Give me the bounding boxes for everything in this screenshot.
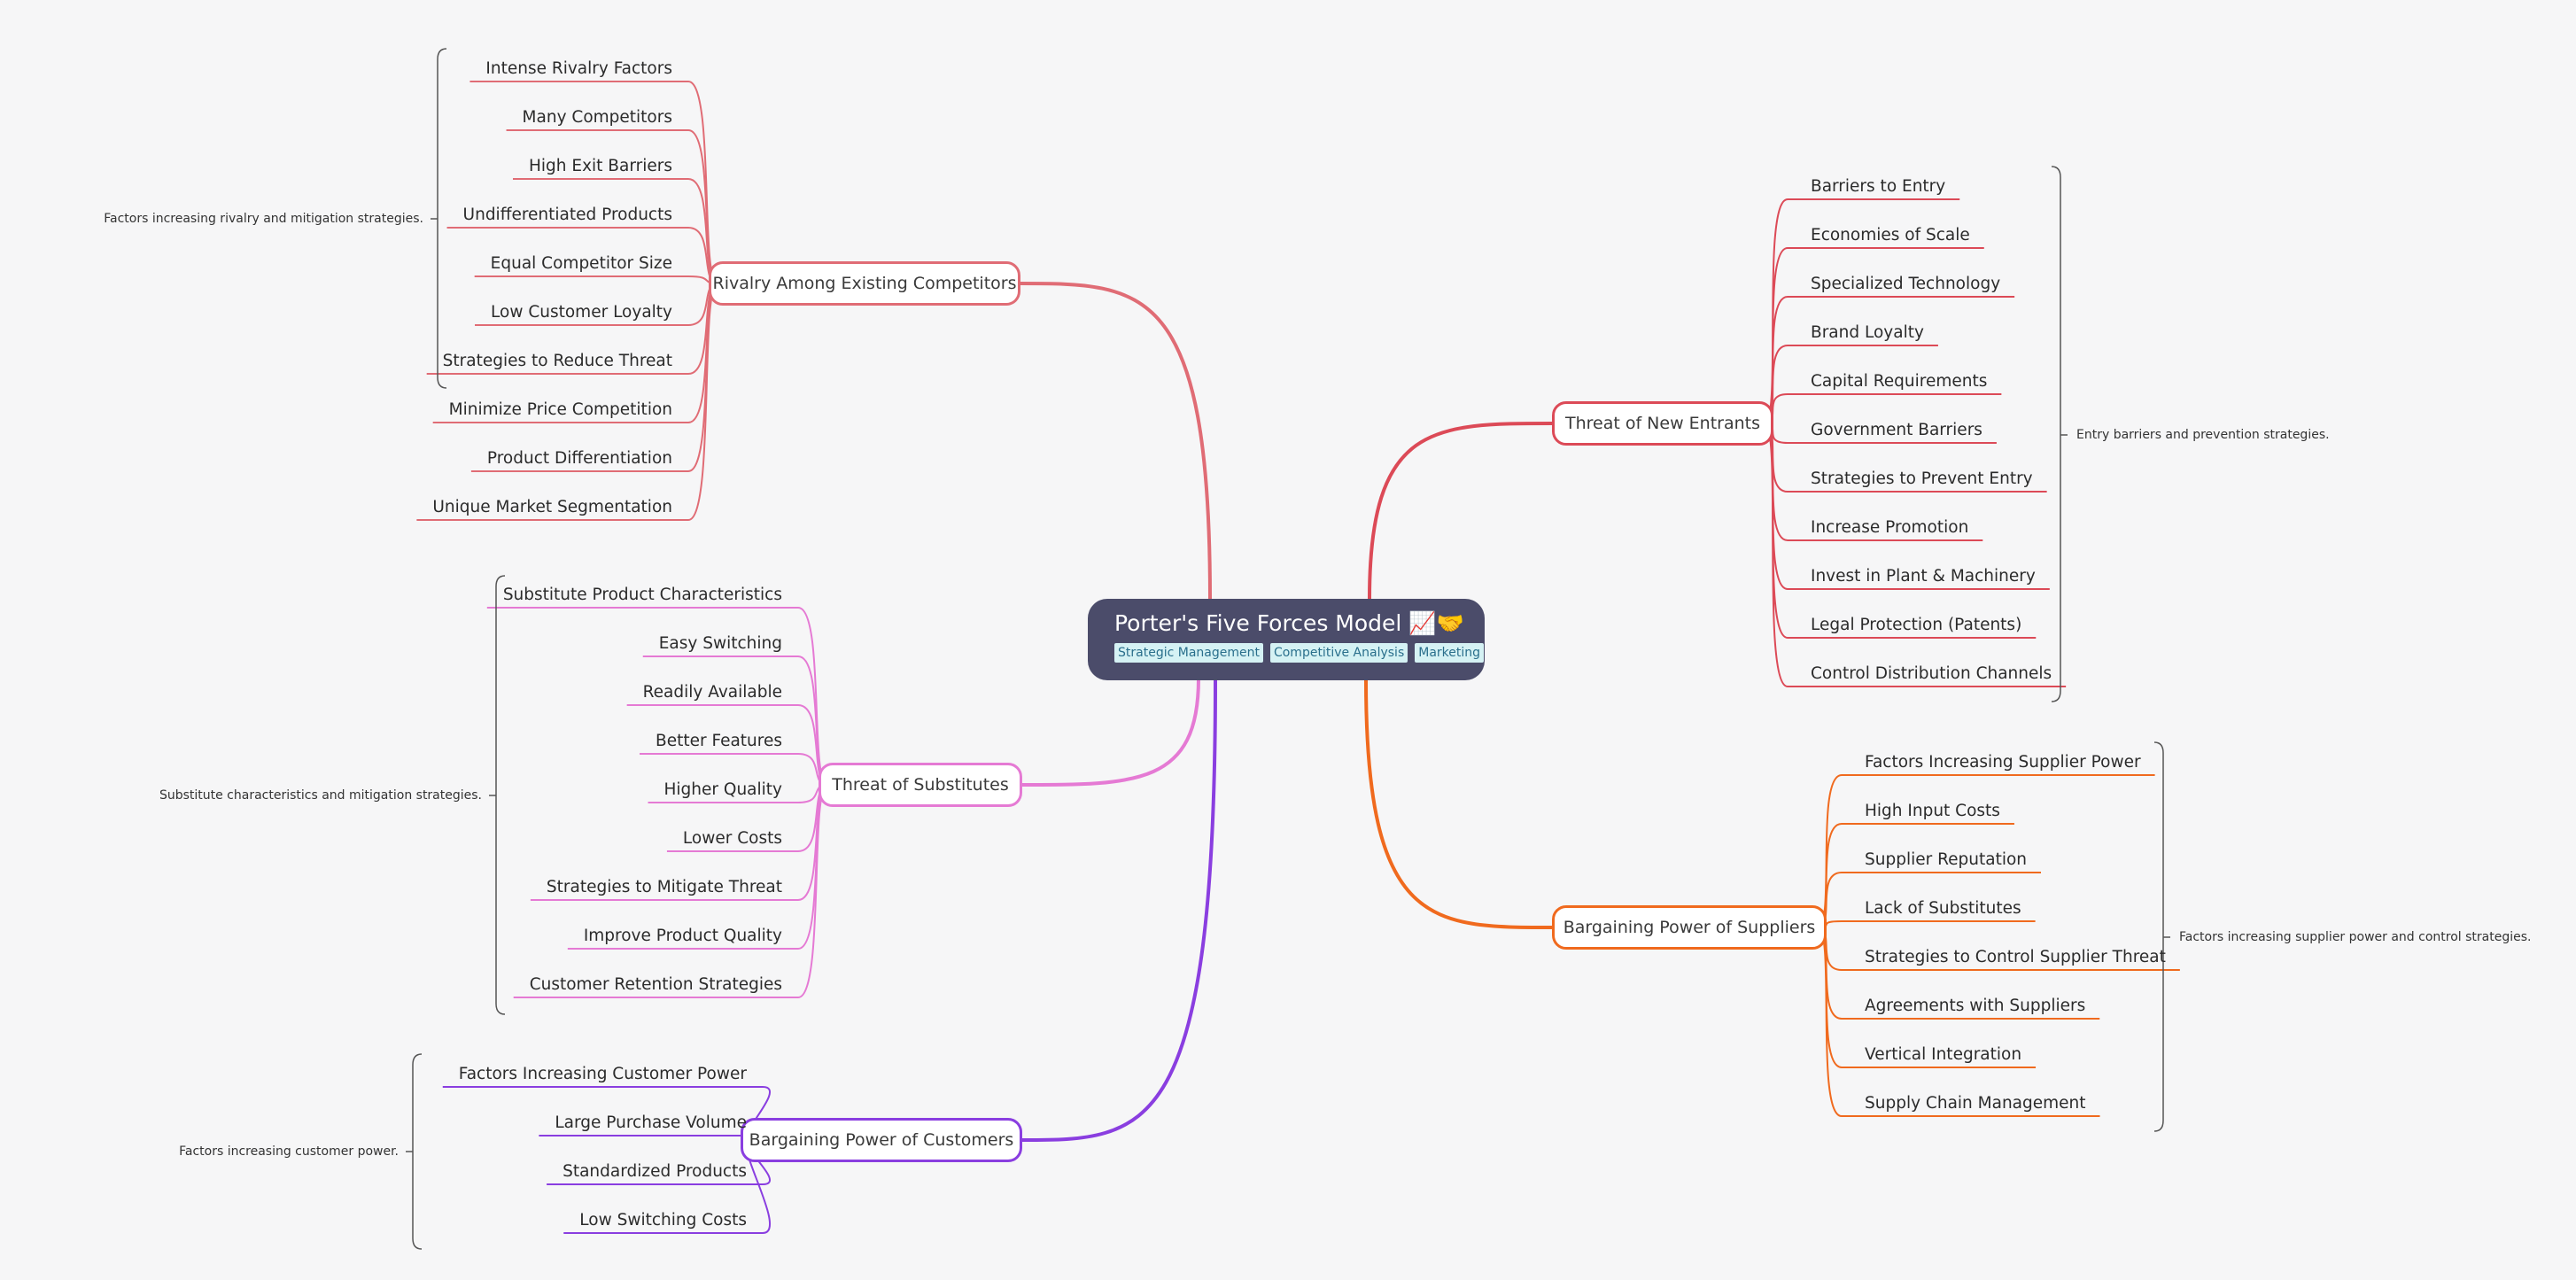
leaf-customers-2[interactable]: Standardized Products xyxy=(563,1162,747,1181)
leaf-suppliers-6[interactable]: Vertical Integration xyxy=(1865,1045,2022,1064)
leaf-substitutes-7[interactable]: Improve Product Quality xyxy=(583,927,782,945)
connector xyxy=(1021,678,1200,787)
leaf-new_entrants-10[interactable]: Control Distribution Channels xyxy=(1811,664,2052,683)
leaf-rivalry-0[interactable]: Intense Rivalry Factors xyxy=(485,59,672,78)
connector xyxy=(1368,422,1553,600)
leaf-suppliers-2[interactable]: Supplier Reputation xyxy=(1865,850,2028,869)
note-new-entrants: Entry barriers and prevention strategies… xyxy=(2076,428,2330,442)
leaf-substitutes-8[interactable]: Customer Retention Strategies xyxy=(529,975,782,994)
note-customers: Factors increasing customer power. xyxy=(179,1144,399,1159)
bracket-customers xyxy=(406,1053,423,1250)
leaf-new_entrants-9[interactable]: Legal Protection (Patents) xyxy=(1811,616,2022,634)
branch-substitutes[interactable]: Threat of Substitutes xyxy=(819,763,1022,807)
leaf-new_entrants-3[interactable]: Brand Loyalty xyxy=(1811,323,1924,342)
connector xyxy=(474,275,718,284)
tag-competitive-analysis: Competitive Analysis xyxy=(1269,643,1408,663)
connector xyxy=(1764,423,2050,590)
leaf-customers-0[interactable]: Factors Increasing Customer Power xyxy=(458,1065,747,1083)
leaf-rivalry-2[interactable]: High Exit Barriers xyxy=(529,157,672,175)
note-rivalry: Factors increasing rivalry and mitigatio… xyxy=(104,212,423,226)
leaf-suppliers-4[interactable]: Strategies to Control Supplier Threat xyxy=(1865,948,2166,966)
leaf-new_entrants-5[interactable]: Government Barriers xyxy=(1811,421,1982,439)
leaf-rivalry-9[interactable]: Unique Market Segmentation xyxy=(432,498,672,516)
leaf-suppliers-1[interactable]: High Input Costs xyxy=(1865,802,2000,820)
root-tags: Strategic Management Competitive Analysi… xyxy=(1114,643,1485,663)
tag-strategic-management: Strategic Management xyxy=(1114,643,1263,663)
note-substitutes: Substitute characteristics and mitigatio… xyxy=(159,788,482,803)
leaf-substitutes-5[interactable]: Lower Costs xyxy=(682,829,782,848)
leaf-suppliers-0[interactable]: Factors Increasing Supplier Power xyxy=(1865,753,2141,772)
root-node[interactable]: Porter's Five Forces Model 📈🤝 Strategic … xyxy=(1088,599,1485,680)
leaf-new_entrants-2[interactable]: Specialized Technology xyxy=(1811,275,2001,293)
leaf-substitutes-1[interactable]: Easy Switching xyxy=(658,634,782,653)
connector xyxy=(642,656,828,786)
leaf-rivalry-4[interactable]: Equal Competitor Size xyxy=(490,254,672,273)
tag-marketing: Marketing xyxy=(1415,643,1485,663)
leaf-customers-3[interactable]: Low Switching Costs xyxy=(579,1211,747,1230)
leaf-new_entrants-0[interactable]: Barriers to Entry xyxy=(1811,177,1946,196)
connector xyxy=(1764,423,2067,687)
connector xyxy=(1364,679,1553,929)
leaf-new_entrants-6[interactable]: Strategies to Prevent Entry xyxy=(1811,469,2033,488)
bracket-new_entrants xyxy=(2051,166,2068,702)
branch-new-entrants[interactable]: Threat of New Entrants xyxy=(1552,401,1773,446)
leaf-substitutes-6[interactable]: Strategies to Mitigate Threat xyxy=(546,878,782,896)
connector xyxy=(1764,296,2015,424)
leaf-substitutes-4[interactable]: Higher Quality xyxy=(663,780,783,799)
leaf-rivalry-3[interactable]: Undifferentiated Products xyxy=(462,206,672,224)
leaf-suppliers-7[interactable]: Supply Chain Management xyxy=(1865,1094,2086,1113)
leaf-new_entrants-4[interactable]: Capital Requirements xyxy=(1811,372,1988,391)
connector xyxy=(567,784,828,950)
leaf-new_entrants-7[interactable]: Increase Promotion xyxy=(1811,518,1969,537)
leaf-rivalry-5[interactable]: Low Customer Loyalty xyxy=(491,303,672,322)
leaf-rivalry-7[interactable]: Minimize Price Competition xyxy=(448,400,672,419)
leaf-substitutes-3[interactable]: Better Features xyxy=(656,732,782,750)
connector xyxy=(1817,920,2036,928)
branch-rivalry[interactable]: Rivalry Among Existing Competitors xyxy=(709,261,1020,306)
leaf-new_entrants-8[interactable]: Invest in Plant & Machinery xyxy=(1811,567,2036,586)
bracket-rivalry xyxy=(431,48,447,389)
leaf-suppliers-5[interactable]: Agreements with Suppliers xyxy=(1865,997,2086,1015)
branch-suppliers[interactable]: Bargaining Power of Suppliers xyxy=(1552,905,1827,950)
root-title: Porter's Five Forces Model 📈🤝 xyxy=(1114,610,1464,636)
leaf-rivalry-8[interactable]: Product Differentiation xyxy=(486,449,672,468)
connector xyxy=(1021,679,1217,1142)
bracket-suppliers xyxy=(2153,741,2170,1132)
connector xyxy=(539,1135,772,1141)
leaf-rivalry-6[interactable]: Strategies to Reduce Threat xyxy=(442,352,672,370)
leaf-customers-1[interactable]: Large Purchase Volume xyxy=(555,1113,747,1132)
leaf-substitutes-0[interactable]: Substitute Product Characteristics xyxy=(502,586,782,604)
note-suppliers: Factors increasing supplier power and co… xyxy=(2179,930,2532,944)
leaf-new_entrants-1[interactable]: Economies of Scale xyxy=(1811,226,1970,244)
leaf-suppliers-3[interactable]: Lack of Substitutes xyxy=(1865,899,2021,918)
connector xyxy=(1020,282,1212,600)
leaf-substitutes-2[interactable]: Readily Available xyxy=(642,683,782,702)
leaf-rivalry-1[interactable]: Many Competitors xyxy=(522,108,672,127)
bracket-substitutes xyxy=(489,575,506,1015)
branch-customers[interactable]: Bargaining Power of Customers xyxy=(741,1118,1022,1162)
